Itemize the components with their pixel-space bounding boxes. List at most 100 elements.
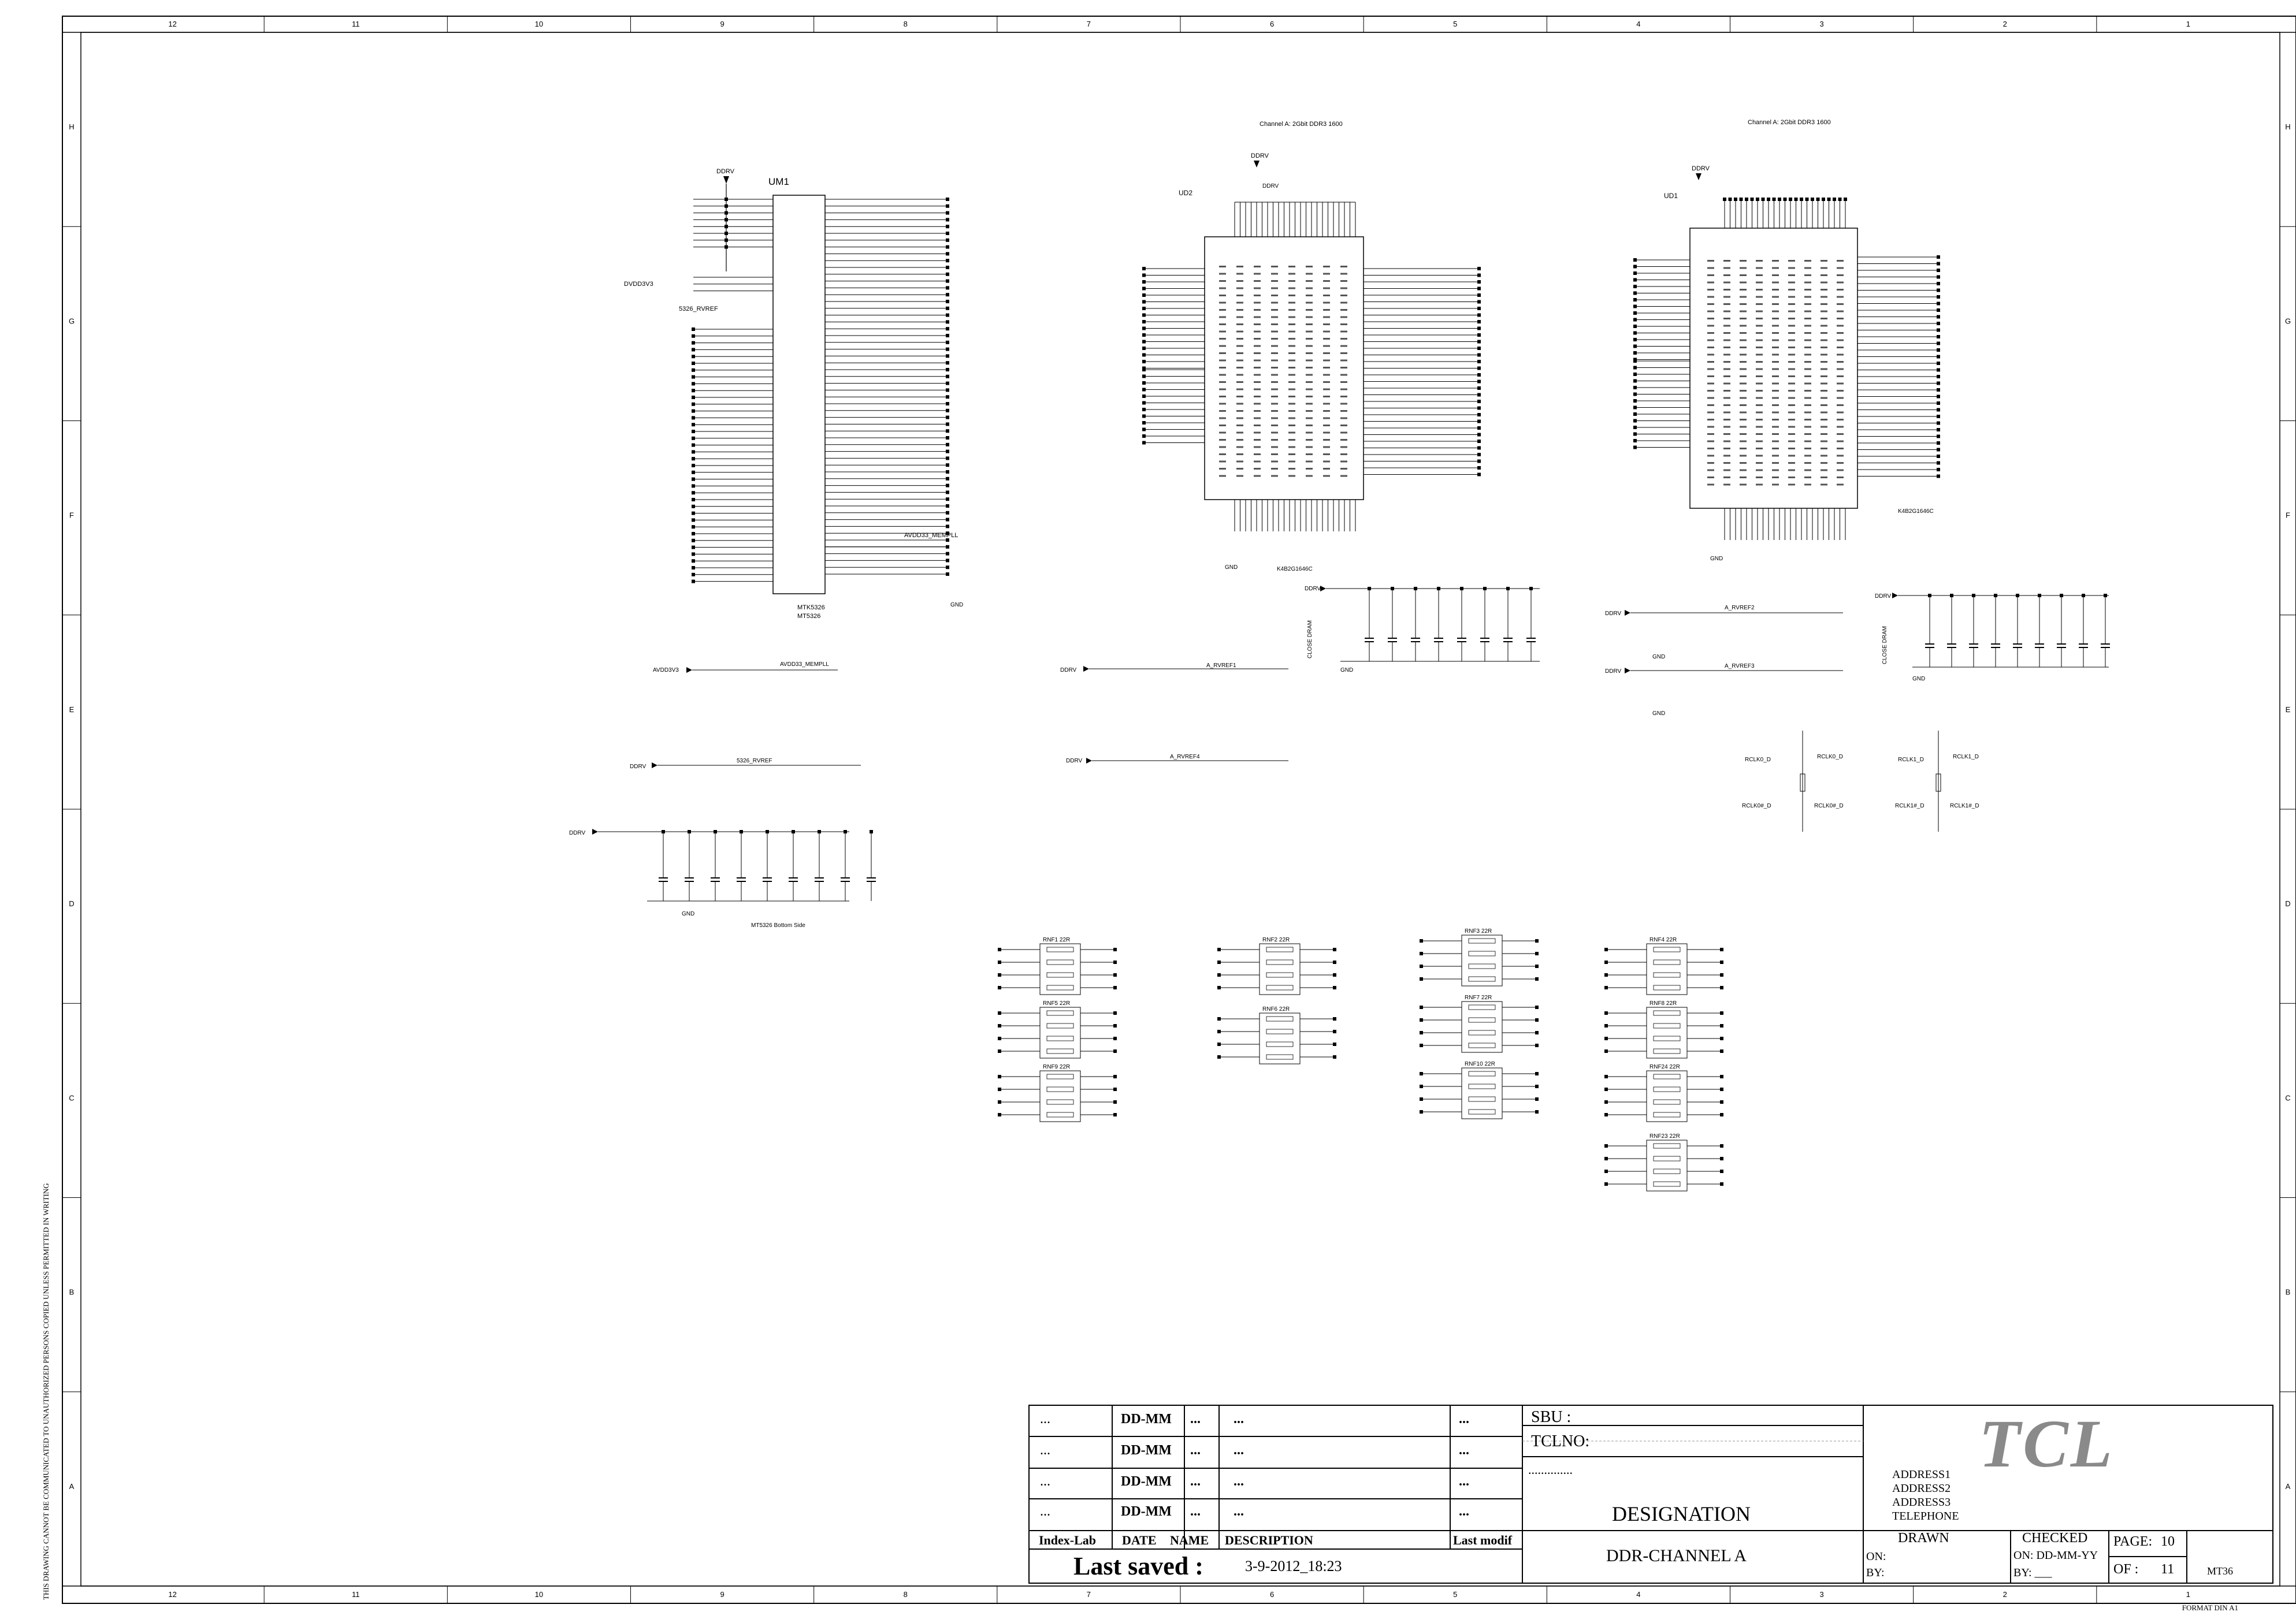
sbu-label: SBU : <box>1531 1408 1571 1426</box>
row-marker: E <box>69 705 75 714</box>
title-block: ...DD-MM............DD-MM............DD-… <box>1028 1405 2273 1584</box>
ddrv-vref1: DDRV <box>1060 667 1076 673</box>
column-marker: 9 <box>720 20 724 28</box>
revision-row-c4: ... <box>1234 1504 1244 1519</box>
rclk1-net-b: RCLK1_D <box>1953 754 1979 760</box>
hdr-name: NAME <box>1170 1533 1209 1547</box>
column-marker: 5 <box>1453 20 1457 28</box>
checked-by: BY: ___ <box>2013 1566 2052 1579</box>
um1-ddrv: DDRV <box>716 168 735 175</box>
revision-row-c5: ... <box>1459 1474 1469 1489</box>
rvref-mid: 5326_RVREF <box>737 758 772 764</box>
revision-row-c1: ... <box>1040 1504 1050 1519</box>
hdr-index: Index-Lab <box>1039 1533 1097 1547</box>
rnet-label: RNF23 22R <box>1649 1133 1680 1140</box>
column-marker: 7 <box>1087 1590 1091 1599</box>
rnet-label: RNF3 22R <box>1465 928 1492 935</box>
column-marker: 1 <box>2186 1590 2190 1599</box>
revision-row-c3: ... <box>1190 1412 1201 1427</box>
revision-row-c4: ... <box>1234 1412 1244 1427</box>
column-marker: 1 <box>2186 20 2190 28</box>
column-marker: 9 <box>720 1590 724 1599</box>
revision-row-c5: ... <box>1459 1443 1469 1458</box>
um1-part2: MT5326 <box>797 613 820 620</box>
ddrv-bulk: DDRV <box>569 830 585 836</box>
rnet-label: RNF1 22R <box>1043 937 1070 943</box>
vref3-gnd: GND <box>1652 710 1665 717</box>
row-marker: F <box>2286 511 2290 520</box>
ud1-title: Channel A: 2Gbit DDR3 1600 <box>1748 119 1831 126</box>
ud2cap-gnd: GND <box>1340 667 1353 673</box>
rnet-label: RNF7 22R <box>1465 995 1492 1001</box>
ud2-part: K4B2G1646C <box>1277 566 1313 572</box>
revision-row-c4: ... <box>1234 1443 1244 1458</box>
ud1cap-close: CLOSE DRAM <box>1882 626 1888 664</box>
row-marker: H <box>2285 122 2290 131</box>
row-marker: C <box>2285 1093 2290 1102</box>
drawn-label: DRAWN <box>1898 1531 1949 1546</box>
page-label: PAGE: <box>2113 1534 2153 1549</box>
hdr-modif: Last modif <box>1453 1533 1513 1547</box>
row-marker: G <box>69 317 75 325</box>
column-marker: 6 <box>1270 1590 1274 1599</box>
address-1: ADDRESS1 <box>1892 1468 1951 1481</box>
row-marker: H <box>69 122 74 131</box>
rnet-label: RNF6 22R <box>1262 1006 1290 1012</box>
column-marker: 4 <box>1636 20 1640 28</box>
rnet-label: RNF10 22R <box>1465 1061 1495 1067</box>
row-marker: B <box>69 1288 75 1297</box>
ddrv-rv: DDRV <box>630 764 646 770</box>
vref-blocks: AVDD3V3 AVDD33_MEMPLL DDRV 5326_RVREF DD… <box>569 586 2110 929</box>
column-marker: 6 <box>1270 20 1274 28</box>
revision-row-c1: ... <box>1040 1443 1050 1458</box>
vref3-net: A_RVREF3 <box>1725 663 1755 669</box>
ud2-ddrv2: DDRV <box>1262 183 1279 189</box>
of-label: OF : <box>2113 1562 2139 1577</box>
checked-label: CHECKED <box>2022 1531 2088 1546</box>
revision-row-c2: DD-MM <box>1121 1443 1172 1458</box>
um1-part: MTK5326 <box>797 604 825 611</box>
confidentiality-note: THIS DRAWING CANNOT BE COMMUNICATED TO U… <box>42 1183 50 1600</box>
bulk-note: MT5326 Bottom Side <box>751 922 805 929</box>
column-marker: 10 <box>535 1590 543 1599</box>
revision-row-c1: ... <box>1040 1412 1050 1427</box>
ud1-dram: Channel A: 2Gbit DDR3 1600 UD1 DDRV K4B2… <box>1633 119 1940 562</box>
rnet-label: RNF9 22R <box>1043 1064 1070 1070</box>
tclno-label: TCLNO: <box>1531 1432 1590 1450</box>
ud2cap-close: CLOSE DRAM <box>1307 620 1313 658</box>
column-marker: 2 <box>2003 1590 2007 1599</box>
column-marker: 3 <box>1819 1590 1823 1599</box>
avdd-mempll: AVDD33_MEMPLL <box>780 661 829 668</box>
revision-row-c5: ... <box>1459 1504 1469 1519</box>
ddrv-vref4: DDRV <box>1066 758 1082 764</box>
designation-label: DESIGNATION <box>1612 1502 1751 1525</box>
ud2-ref: UD2 <box>1179 189 1192 197</box>
format-note: FORMAT DIN A1 <box>2182 1603 2238 1612</box>
dvdd-net: DVDD3V3 <box>624 281 653 288</box>
designation-value: DDR-CHANNEL A <box>1606 1546 1747 1565</box>
column-marker: 12 <box>168 20 176 28</box>
column-marker: 2 <box>2003 20 2007 28</box>
ud2-dram: Channel A: 2Gbit DDR3 1600 UD2 DDRV DDRV… <box>1142 121 1481 572</box>
column-marker: 8 <box>904 1590 908 1599</box>
revision-row-c5: ... <box>1459 1412 1469 1427</box>
rclk0n-net-b: RCLK0#_D <box>1814 803 1844 809</box>
rclk1n-net: RCLK1#_D <box>1895 803 1925 809</box>
revision-row-c3: ... <box>1190 1504 1201 1519</box>
ddrv-ud2cap: DDRV <box>1305 586 1321 592</box>
um1-ref: UM1 <box>768 176 789 187</box>
column-marker: 10 <box>535 20 543 28</box>
address-2: ADDRESS2 <box>1892 1482 1951 1495</box>
revision-row-c2: DD-MM <box>1121 1504 1172 1519</box>
checked-on: ON: DD-MM-YY <box>2013 1549 2098 1562</box>
row-marker: A <box>2286 1482 2291 1491</box>
address-3: ADDRESS3 <box>1892 1496 1951 1509</box>
vref2-net: A_RVREF2 <box>1725 605 1755 611</box>
drawn-on: ON: <box>1866 1550 1886 1563</box>
ud2-ddrv: DDRV <box>1251 152 1269 159</box>
revision-row-c4: ... <box>1234 1474 1244 1489</box>
